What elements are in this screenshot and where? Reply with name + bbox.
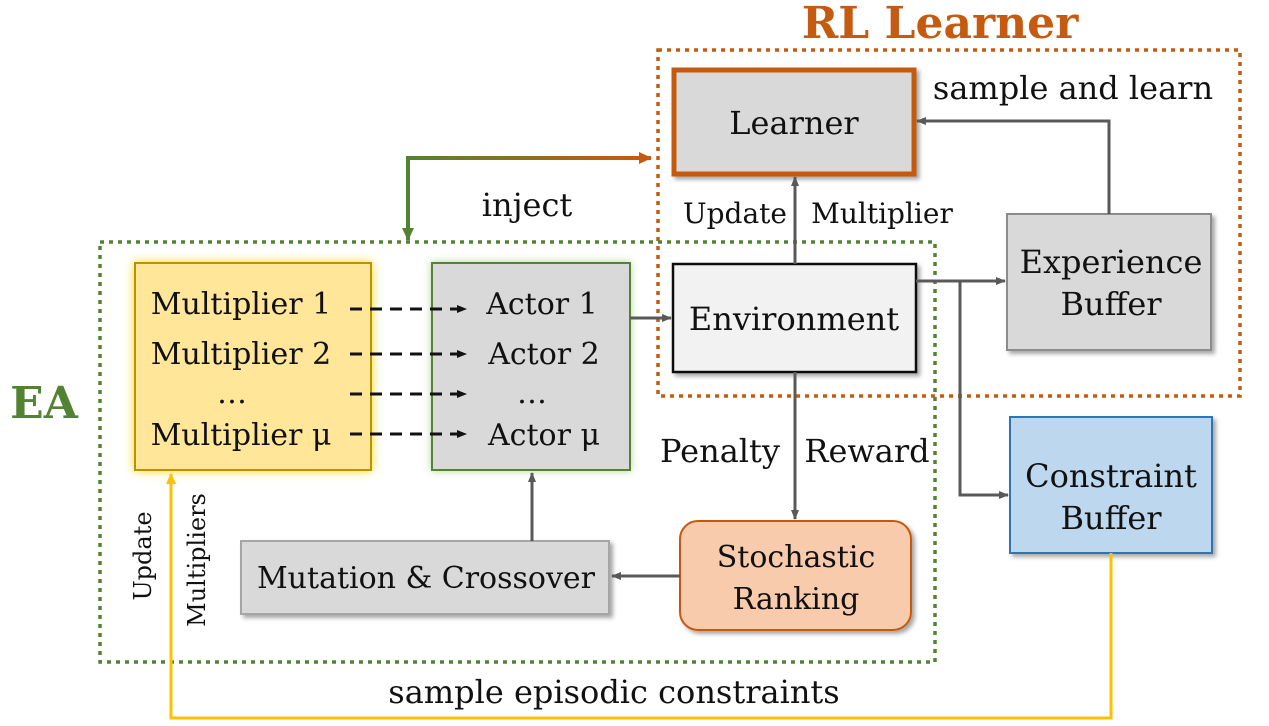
actor-ellipsis: … [517,376,547,411]
actor-1: Actor 1 [485,287,598,322]
multipliers-vertical-label: Multipliers [183,493,211,627]
experience-buffer-box: Experience Buffer [1006,213,1212,351]
learner-label: Learner [729,104,859,142]
update-label: Update [683,197,787,230]
experience-buffer-to-learner-arrow [916,117,1111,214]
multiplier-1: Multiplier 1 [151,287,331,322]
multiplier-2: Multiplier 2 [151,337,331,372]
rl-learner-region [656,48,1242,398]
sample-episodic-constraints-arrow [166,473,1113,720]
reward-label: Reward [804,432,929,470]
constraint-buffer-box: Constraint Buffer [1009,416,1213,554]
inject-label: inject [482,186,573,224]
stochastic-ranking-label-line1: Stochastic [717,540,876,575]
actor-2: Actor 2 [487,337,600,372]
multiplier-mu: Multiplier μ [151,418,332,453]
constraint-buffer-label-line2: Buffer [1060,499,1162,537]
multiplier-label: Multiplier [811,197,953,230]
stochastic-ranking-box: Stochastic Ranking [679,520,912,631]
actor-mu: Actor μ [487,418,600,453]
mutation-crossover-label: Mutation & Crossover [257,561,596,596]
multipliers-box: Multiplier 1 Multiplier 2 … Multiplier μ [134,262,372,471]
environment-to-constraint-buffer-arrow [958,281,1009,499]
update-vertical-label: Update [129,511,157,600]
inject-connector [406,156,640,227]
stochastic-ranking-label-line2: Ranking [733,582,860,617]
multiplier-ellipsis: … [217,376,247,411]
actors-box: Actor 1 Actor 2 … Actor μ [431,262,631,471]
sample-episodic-constraints-label: sample episodic constraints [388,673,839,711]
learner-box: Learner [671,67,917,177]
experience-buffer-label-line2: Buffer [1060,285,1162,323]
experience-buffer-label-line1: Experience [1020,243,1203,281]
rl-learner-title: RL Learner [802,0,1079,49]
ea-region [98,240,937,664]
constraint-buffer-label-line1: Constraint [1025,457,1197,495]
penalty-label: Penalty [660,432,780,470]
ea-title: EA [10,378,79,429]
environment-label: Environment [689,300,899,338]
sample-and-learn-label: sample and learn [933,69,1213,107]
mutation-crossover-box: Mutation & Crossover [240,540,610,615]
environment-box: Environment [671,262,918,374]
